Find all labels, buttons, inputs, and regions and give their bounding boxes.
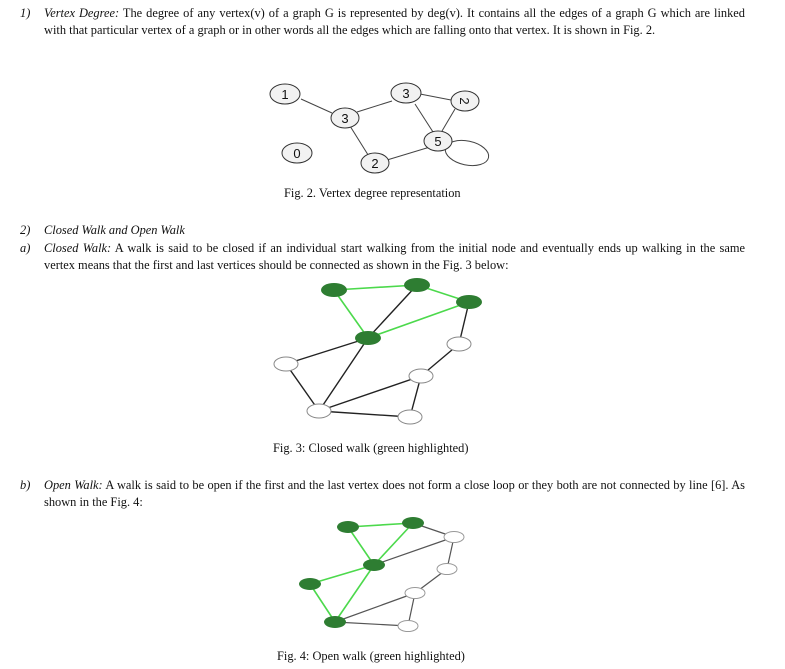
list-marker: 2) <box>20 223 31 237</box>
node <box>269 82 480 174</box>
paragraph: Closed Walk: A walk is said to be closed… <box>44 240 745 274</box>
section-title: Closed Walk and Open Walk <box>44 223 185 237</box>
term-label: Open Walk: <box>44 478 103 492</box>
node <box>306 403 332 419</box>
node-label: 3 <box>341 111 348 126</box>
paragraph-text: The degree of any vertex(v) of a graph G… <box>44 6 745 37</box>
highlighted-node <box>324 616 346 628</box>
node <box>397 620 419 632</box>
term-label: Closed Walk: <box>44 241 112 255</box>
highlighted-node <box>321 283 347 297</box>
node-label: 2 <box>457 97 472 104</box>
paragraph-text: A walk is said to be closed if an indivi… <box>44 241 745 272</box>
node-label: 1 <box>281 87 288 102</box>
paragraph: Open Walk: A walk is said to be open if … <box>44 477 745 511</box>
node <box>436 563 458 575</box>
highlighted-node <box>355 331 381 345</box>
term-label: Vertex Degree: <box>44 6 120 20</box>
list-marker: a) <box>20 241 31 255</box>
node-label: 3 <box>402 86 409 101</box>
highlighted-node <box>402 517 424 529</box>
node <box>446 336 472 352</box>
node-label: 2 <box>371 156 378 171</box>
figure-3-caption: Fig. 3: Closed walk (green highlighted) <box>273 441 469 455</box>
node <box>404 587 426 599</box>
highlighted-node <box>299 578 321 590</box>
node <box>443 531 465 543</box>
node-label: 5 <box>434 134 441 149</box>
paragraph-text: A walk is said to be open if the first a… <box>44 478 745 509</box>
highlighted-node <box>456 295 482 309</box>
node <box>273 356 299 372</box>
list-marker: b) <box>20 478 31 492</box>
list-marker: 1) <box>20 6 31 20</box>
figure-2-caption: Fig. 2. Vertex degree representation <box>284 186 461 200</box>
highlighted-node <box>404 278 430 292</box>
paragraph: Vertex Degree: The degree of any vertex(… <box>44 5 745 39</box>
node-label: 0 <box>293 146 300 161</box>
node <box>408 368 434 384</box>
node <box>397 409 423 425</box>
figure-4-caption: Fig. 4: Open walk (green highlighted) <box>277 649 465 663</box>
highlighted-node <box>363 559 385 571</box>
highlighted-node <box>337 521 359 533</box>
